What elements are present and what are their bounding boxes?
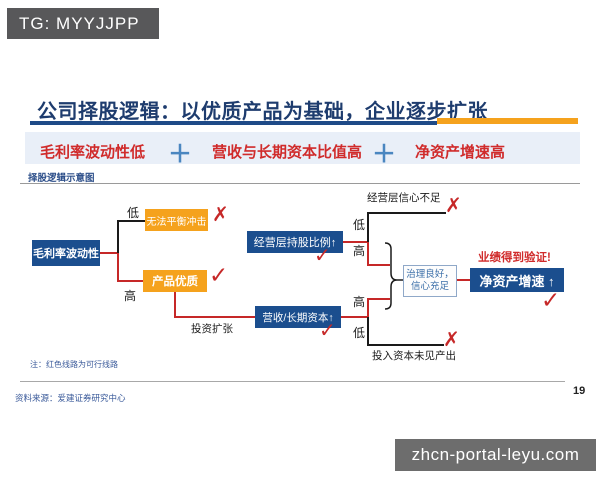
label-low: 低 (353, 218, 366, 232)
diagram-caption: 择股逻辑示意图 (28, 173, 95, 184)
cross-icon: ✗ (443, 329, 460, 351)
label-low: 低 (127, 206, 140, 220)
footnote: 注：红色线路为可行线路 (30, 360, 118, 369)
watermark: zhcn-portal-leyu.com (395, 439, 596, 471)
page-number: 19 (573, 385, 586, 397)
verified-label: 业绩得到验证! (478, 252, 551, 264)
criterion-margin-volatility: 毛利率波动性低 (40, 144, 146, 161)
node-unbalanced-shock: 无法平衡冲击 (145, 209, 208, 231)
criterion-revenue-capital-ratio: 营收与长期资本比值高 (212, 144, 363, 161)
governance-line1: 治理良好， (406, 268, 454, 280)
node-product-quality: 产品优质 (143, 270, 207, 292)
check-icon: ✓ (314, 245, 331, 267)
label-capital-no-output: 投入资本未见产出 (372, 350, 456, 362)
node-governance: 治理良好， 信心充足 (403, 265, 457, 297)
caption-rule (20, 183, 580, 184)
title-underline-orange (437, 118, 578, 124)
criteria-band (25, 132, 580, 164)
tg-badge: TG: MYYJJPP (7, 8, 159, 39)
watermark-text: zhcn-portal-leyu.com (411, 445, 580, 464)
label-high: 高 (124, 289, 137, 303)
check-icon: ✓ (319, 320, 336, 342)
cross-icon: ✗ (212, 204, 229, 226)
governance-line2: 信心充足 (410, 281, 449, 292)
check-icon: ✓ (541, 287, 561, 313)
plus-icon: ＋ (372, 141, 396, 168)
page-title: 公司择股逻辑：以优质产品为基础，企业逐步扩张 (37, 101, 488, 123)
node-revenue-capital: 营收/长期资本↑ (255, 306, 341, 328)
node-margin-volatility: 毛利率波动性 (32, 240, 100, 266)
title-underline-blue (30, 121, 437, 125)
label-high: 高 (353, 244, 366, 258)
node-net-asset-growth: 净资产增速 ↑ (470, 268, 564, 292)
check-icon: ✓ (209, 262, 229, 288)
source-text: 资料来源：爱建证券研究中心 (15, 393, 126, 403)
label-invest-expand: 投资扩张 (191, 323, 233, 335)
footer-rule (20, 381, 565, 382)
label-low: 低 (353, 326, 366, 340)
criterion-net-asset-growth: 净资产增速高 (415, 144, 506, 161)
plus-icon: ＋ (168, 141, 192, 168)
brace (384, 242, 398, 310)
node-mgmt-shareholding: 经营层持股比例↑ (247, 231, 343, 253)
label-high: 高 (353, 295, 366, 309)
tg-badge-text: TG: MYYJJPP (19, 13, 140, 33)
cross-icon: ✗ (445, 195, 462, 217)
label-mgmt-confidence-low: 经营层信心不足 (367, 192, 441, 204)
